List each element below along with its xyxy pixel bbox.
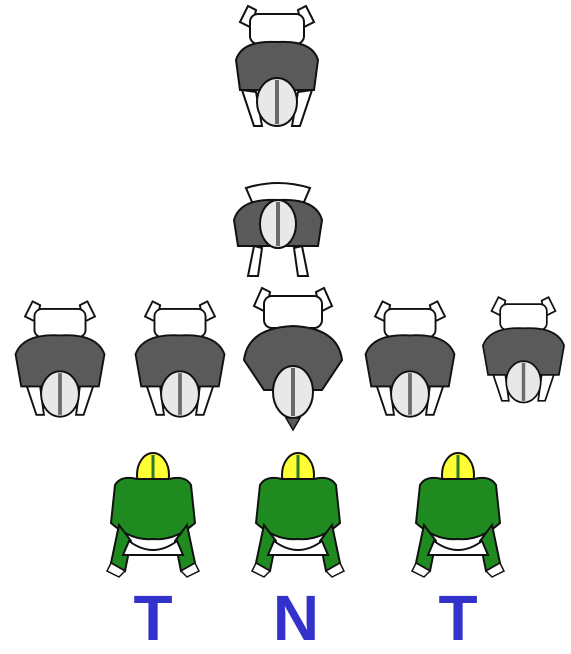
defense-right-tackle (410, 452, 506, 578)
offense-tailback (234, 4, 320, 127)
offense-left-tackle (14, 300, 106, 418)
defense-nose-tackle (250, 452, 346, 578)
position-label-right-tackle: T (438, 582, 478, 654)
position-label-nose-tackle: N (272, 582, 320, 654)
offense-right-guard (364, 300, 456, 418)
offense-fullback (232, 182, 324, 277)
offense-right-tackle (482, 296, 565, 404)
defense-left-tackle (105, 452, 201, 578)
offense-player-figure (234, 4, 320, 127)
position-label-left-tackle: T (133, 582, 173, 654)
offense-center (242, 286, 344, 432)
offense-left-guard (134, 300, 226, 418)
